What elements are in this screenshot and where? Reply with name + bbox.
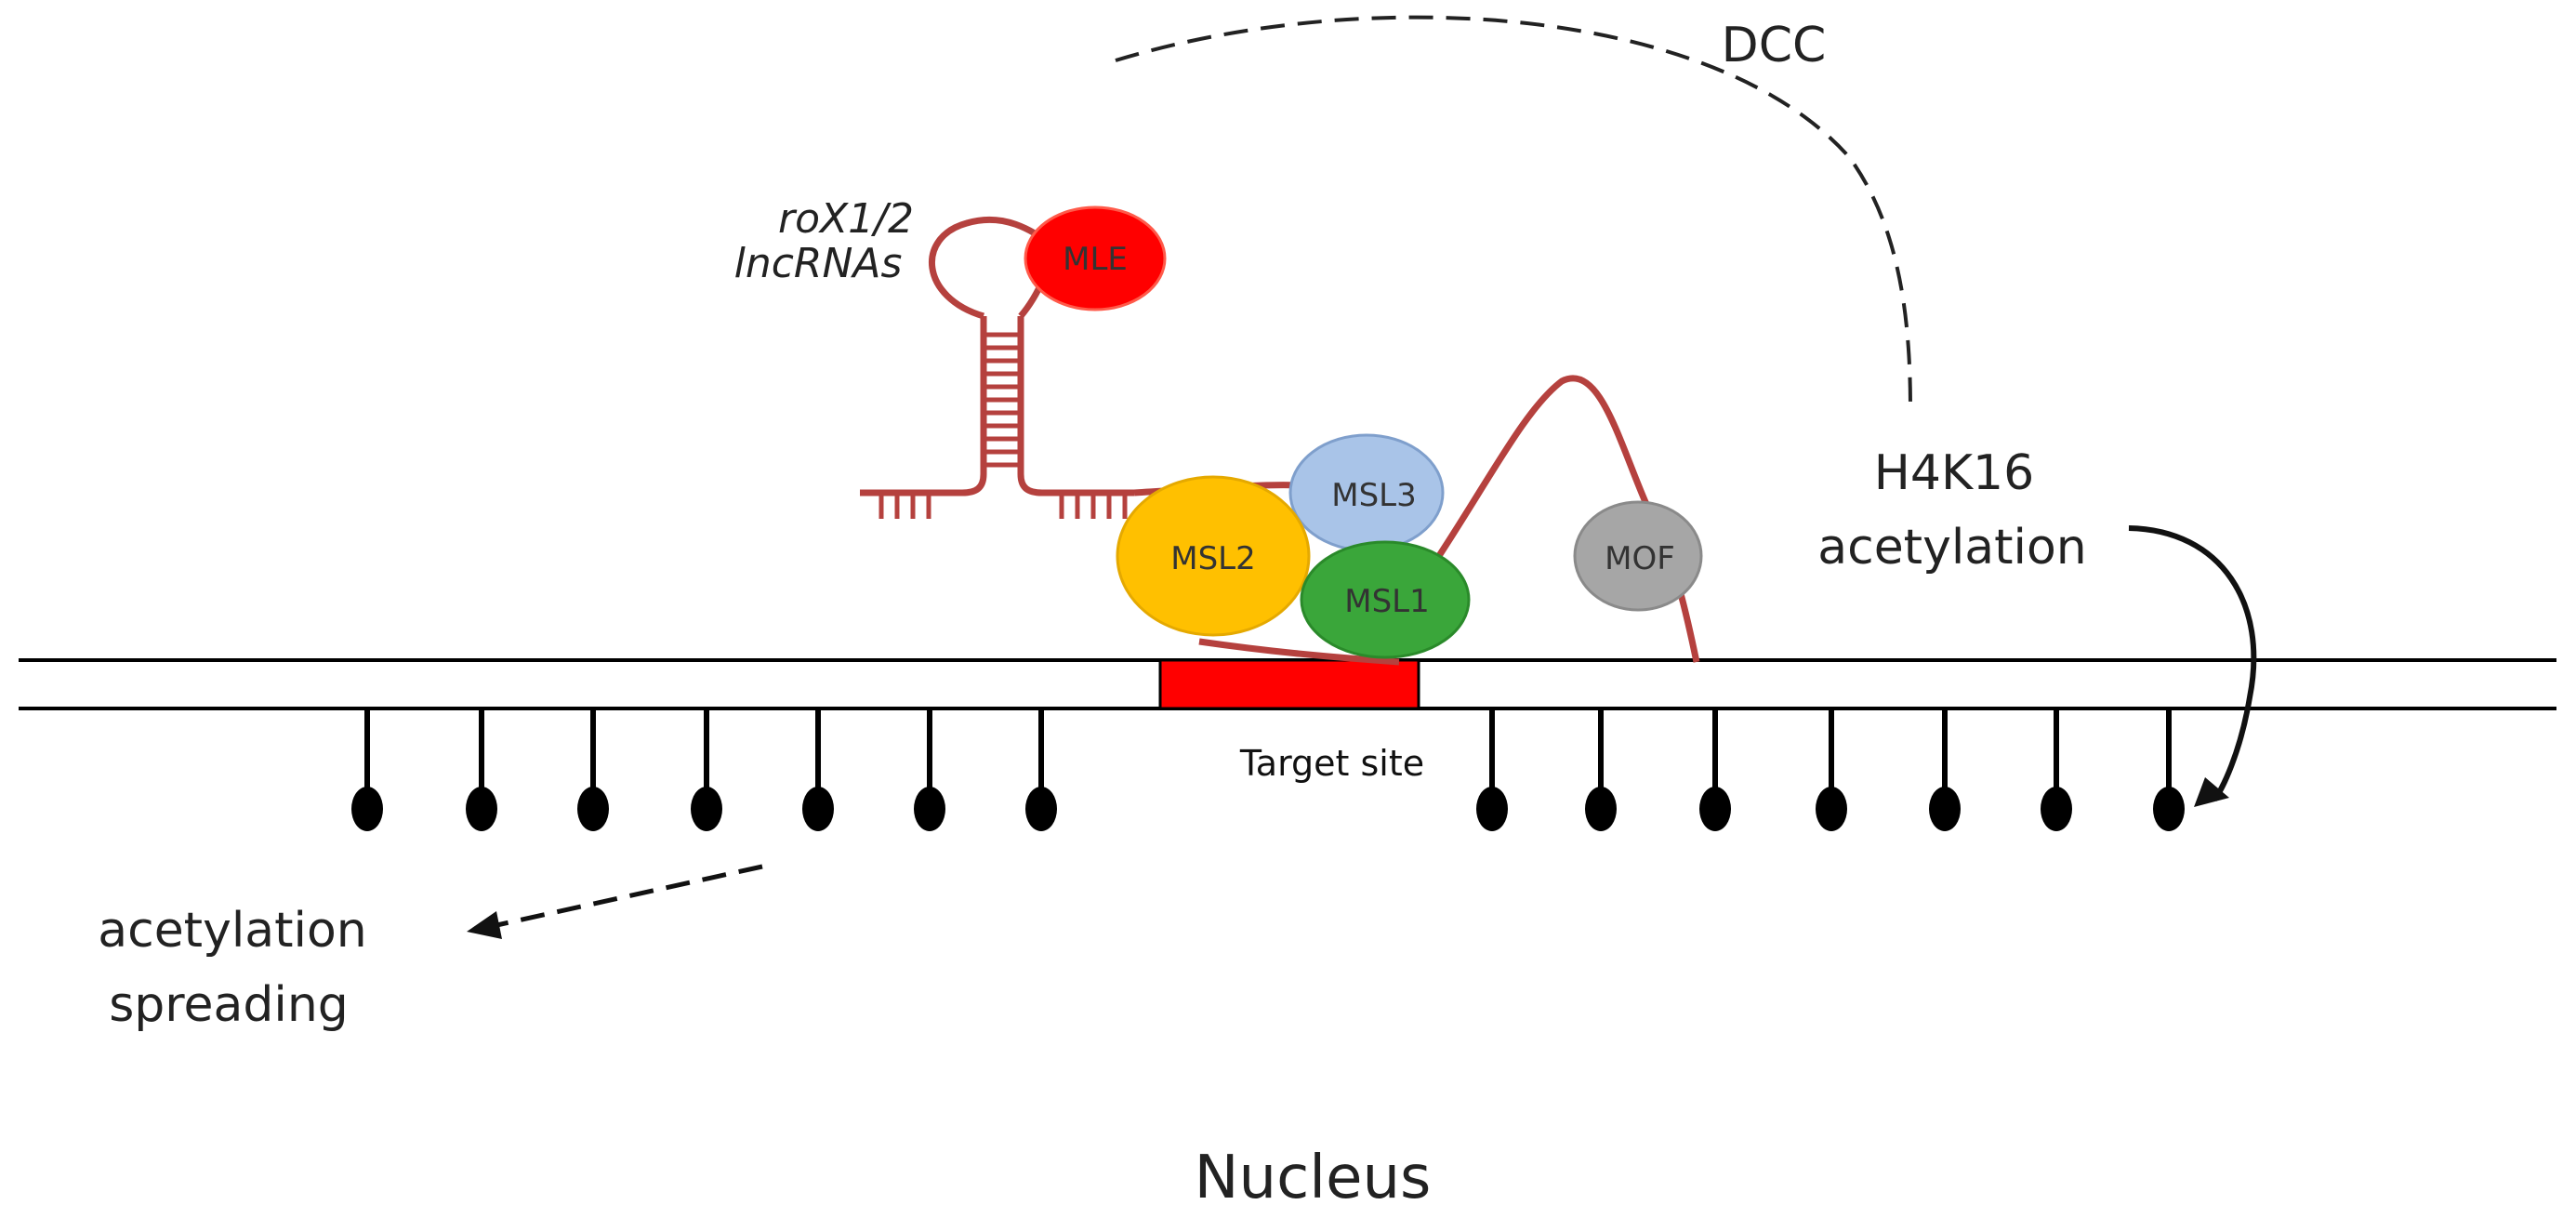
mle-label: MLE xyxy=(1063,241,1128,278)
histone-mark xyxy=(577,787,609,831)
histone-mark xyxy=(691,787,722,831)
histone-mark xyxy=(1025,787,1057,831)
spreading-label-line1: acetylation xyxy=(98,903,367,959)
arrowhead-icon xyxy=(2194,777,2229,807)
histone-mark xyxy=(2153,787,2185,831)
histone-mark xyxy=(914,787,945,831)
rox-label-line1: roX1/2 xyxy=(778,195,914,243)
spreading-arrowhead-icon xyxy=(467,911,502,939)
h4k16-label-line1: H4K16 xyxy=(1874,445,2034,501)
rox-stem-rungs xyxy=(984,332,1021,468)
spreading-label-line2: spreading xyxy=(109,977,349,1033)
histone-mark xyxy=(351,787,383,831)
histone-mark xyxy=(1585,787,1617,831)
h4k16-curved-arrow xyxy=(2128,525,2257,801)
msl2-protein xyxy=(1116,475,1311,637)
dcc-label: DCC xyxy=(1722,18,1827,73)
histone-mark xyxy=(466,787,497,831)
histone-mark xyxy=(1699,787,1731,831)
histone-mark xyxy=(1816,787,1847,831)
target-site-box xyxy=(1158,658,1420,710)
mle-protein xyxy=(1024,205,1167,311)
msl1-protein xyxy=(1300,540,1471,659)
histone-mark xyxy=(1929,787,1961,831)
target-site-label: Target site xyxy=(1239,743,1424,784)
histone-mark xyxy=(802,787,834,831)
msl1-label: MSL1 xyxy=(1344,583,1430,620)
rox-stem-left xyxy=(860,316,987,496)
rox-tail-ticks xyxy=(878,493,1128,519)
rox-stem-right xyxy=(1017,316,1134,496)
msl2-label: MSL2 xyxy=(1170,540,1256,577)
histone-mark xyxy=(1476,787,1508,831)
mof-protein xyxy=(1573,500,1703,612)
mof-label: MOF xyxy=(1605,540,1675,577)
nucleus-label: Nucleus xyxy=(1195,1144,1432,1212)
spreading-dashed-arrow xyxy=(492,864,763,929)
msl3-label: MSL3 xyxy=(1331,477,1417,514)
histone-mark xyxy=(2041,787,2072,831)
msl-rna-connector xyxy=(1198,638,1400,666)
dcc-dashed-arc xyxy=(1115,15,1912,410)
rox-label-line2: lncRNAs xyxy=(734,240,903,287)
histone-marks xyxy=(351,708,2185,831)
rox-loop xyxy=(929,216,1053,320)
h4k16-label-line2: acetylation xyxy=(1817,520,2087,576)
